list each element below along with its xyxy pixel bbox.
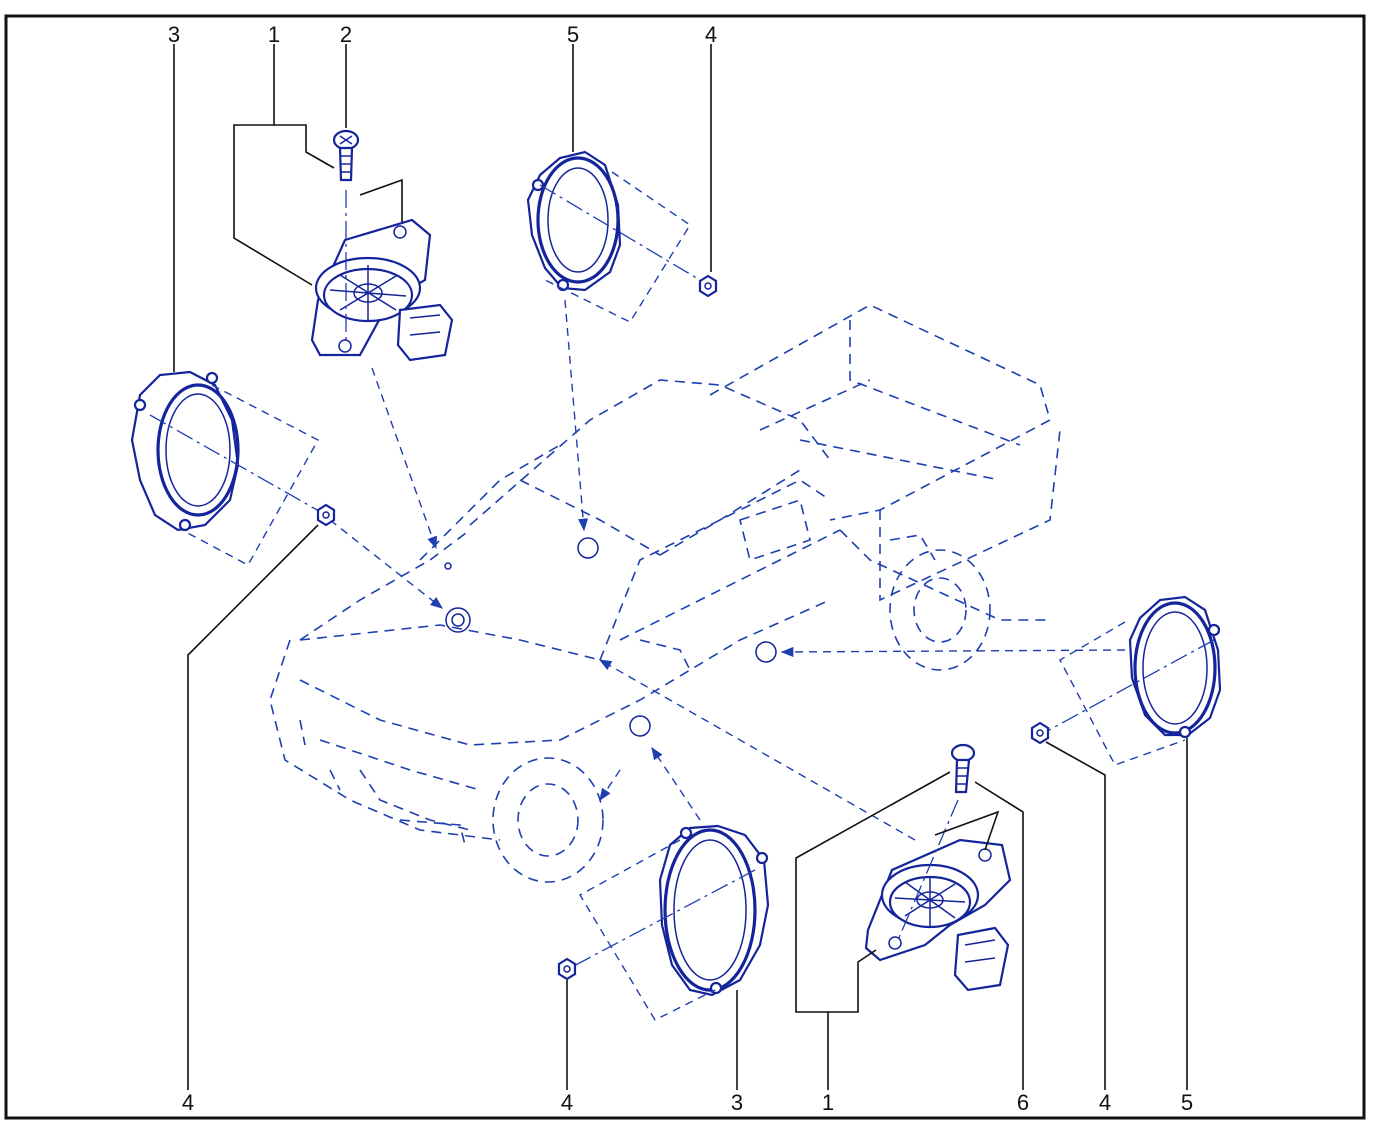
callout-rear-speaker-right: 5 — [1181, 1090, 1193, 1115]
callout-screw-bottom: 6 — [1017, 1090, 1029, 1115]
callout-tweeter-bottom: 1 — [822, 1090, 834, 1115]
rear-speaker-right — [1030, 595, 1222, 766]
rear-speaker-top — [526, 150, 718, 323]
front-tweeter-top — [310, 129, 454, 362]
callout-numbers-top: 3 1 2 5 4 — [168, 22, 717, 47]
callout-nut-bottom: 4 — [561, 1090, 573, 1115]
callout-nut-right: 4 — [1099, 1090, 1111, 1115]
diagram-border — [4, 14, 1366, 1120]
callout-tweeter-top: 1 — [268, 22, 280, 47]
callout-speaker-top-left: 3 — [168, 22, 180, 47]
front-tweeter-bottom — [864, 743, 1012, 992]
callout-speaker-bottom: 3 — [731, 1090, 743, 1115]
vehicle-phantom-outline — [269, 304, 1061, 883]
callout-nut-left: 4 — [182, 1090, 194, 1115]
callout-screw-top: 2 — [340, 22, 352, 47]
callout-leaders — [173, 44, 1188, 1090]
installation-guide-lines — [329, 299, 1126, 841]
front-door-speaker-bottom — [557, 824, 770, 1021]
front-door-speaker-left — [130, 370, 336, 566]
callout-rear-speaker-top: 5 — [567, 22, 579, 47]
callout-nut-top: 4 — [705, 22, 717, 47]
callout-numbers-bottom: 4 4 3 1 6 4 5 — [182, 1090, 1193, 1115]
